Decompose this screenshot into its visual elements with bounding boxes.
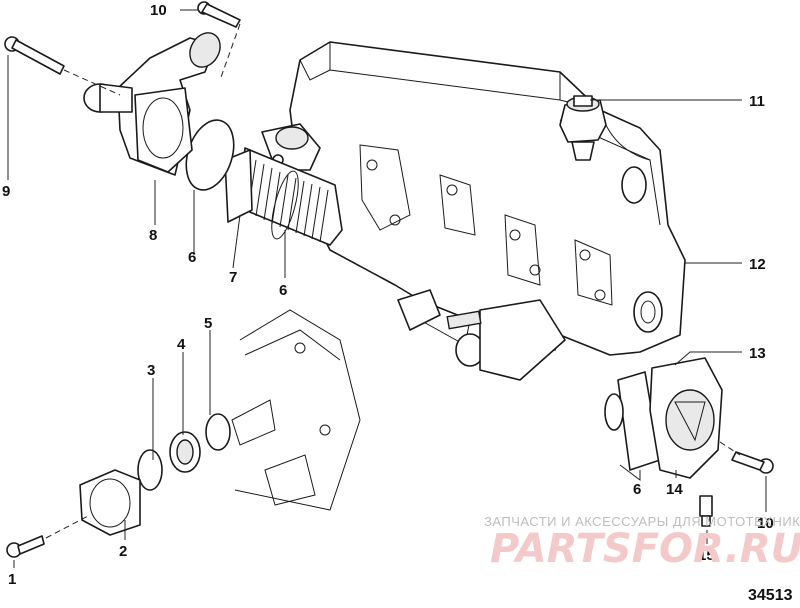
callout-6-right: 6	[633, 481, 641, 498]
bolt-9	[4, 36, 65, 75]
drain-plug-15	[699, 495, 713, 527]
callout-15: 15	[698, 547, 715, 564]
callout-8: 8	[149, 227, 157, 244]
callout-1: 1	[8, 571, 16, 588]
fill-cap	[559, 95, 607, 161]
callout-10-bottom: 10	[757, 515, 774, 532]
watermark: ЗАПЧАСТИ И АКСЕССУАРЫ ДЛЯ МОТОТЕХНИКИ PA…	[484, 514, 800, 572]
bolt-1	[6, 535, 45, 558]
callout-2: 2	[119, 543, 127, 560]
heat-exchanger-body	[289, 41, 686, 381]
leader-lines	[7, 9, 767, 568]
elbow-housing	[83, 32, 221, 176]
callout-14: 14	[666, 481, 683, 498]
o-ring-cartridge	[271, 170, 299, 240]
bolt-10-top	[197, 1, 241, 28]
bolt-10-bottom	[731, 451, 774, 474]
callout-3: 3	[147, 362, 155, 379]
callout-9: 9	[2, 183, 10, 200]
engine-block-section	[231, 309, 361, 511]
callout-12: 12	[749, 256, 766, 273]
callout-13: 13	[749, 345, 766, 362]
watermark-logo: PARTSFOR.RU	[490, 526, 800, 572]
callout-7: 7	[229, 269, 237, 286]
callout-5: 5	[204, 315, 212, 332]
callout-4: 4	[177, 336, 186, 353]
end-cap-gasket	[224, 149, 253, 223]
o-ring-6-right	[604, 393, 624, 431]
o-ring-3	[137, 449, 163, 491]
thermostat-4	[169, 431, 201, 473]
callout-10-top: 10	[150, 2, 167, 19]
o-ring-5	[205, 413, 231, 451]
end-cover-14	[649, 357, 723, 479]
diagram-reference-number: 34513	[748, 587, 793, 604]
callout-11: 11	[749, 93, 765, 110]
cooling-core-cartridge	[239, 147, 343, 246]
callout-labels: 1 2 3 4 5 6 6 6 7 8 9 10 10 11 12 13 14 …	[2, 2, 774, 588]
watermark-caption: ЗАПЧАСТИ И АКСЕССУАРЫ ДЛЯ МОТОТЕХНИКИ	[484, 514, 800, 529]
callout-6-left: 6	[188, 249, 196, 266]
callout-6-middle: 6	[279, 282, 287, 299]
thermostat-housing-2	[79, 469, 141, 536]
